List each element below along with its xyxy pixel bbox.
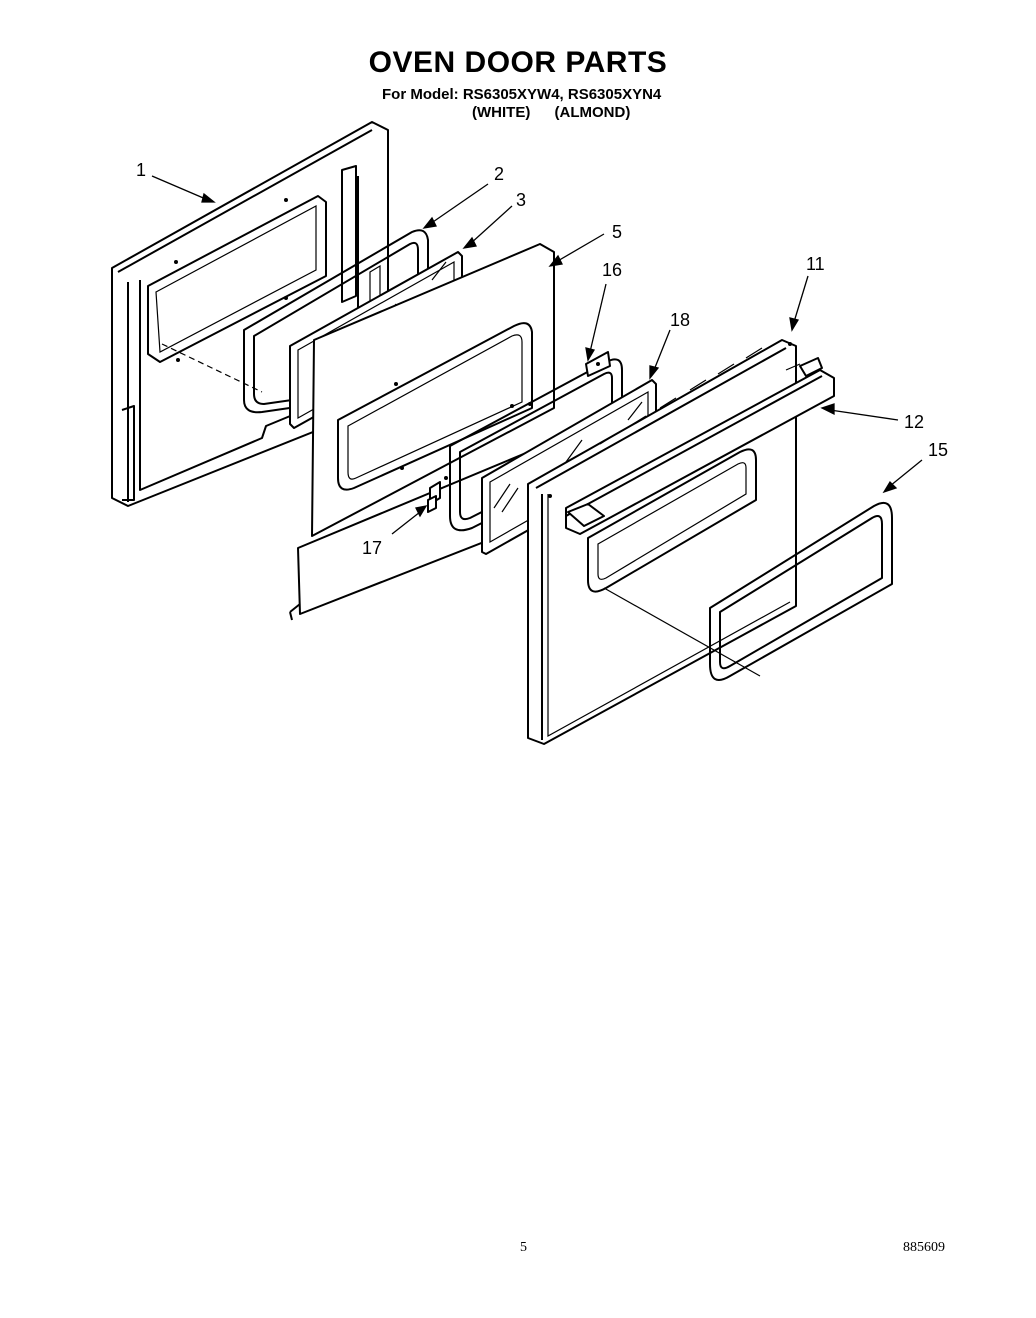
callout-1: 1 — [136, 160, 146, 180]
callout-2: 2 — [494, 164, 504, 184]
callout-11: 11 — [806, 254, 825, 274]
document-code: 885609 — [903, 1240, 945, 1255]
part-12-door-handle — [565, 357, 835, 535]
page-title: OVEN DOOR PARTS — [368, 46, 668, 79]
callout-15: 15 — [928, 440, 948, 460]
callout-5: 5 — [612, 222, 622, 242]
outer-skin-window — [587, 448, 757, 593]
callout-12: 12 — [904, 412, 924, 432]
color-white-label: (WHITE) — [472, 104, 531, 121]
part-17-clip — [427, 481, 441, 513]
callout-17: 17 — [362, 538, 382, 558]
color-variants: (WHITE) (ALMOND) — [472, 104, 630, 121]
callout-16: 16 — [602, 260, 622, 280]
page-number: 5 — [520, 1240, 527, 1255]
color-almond-label: (ALMOND) — [554, 104, 631, 121]
callout-3: 3 — [516, 190, 526, 210]
leader-lines — [151, 175, 923, 535]
callout-labels: 1 2 3 5 16 18 11 12 15 17 — [136, 160, 948, 558]
part-15-trim-frame — [709, 502, 893, 681]
part-11-outer-door-skin — [527, 339, 797, 745]
assembly-lines — [161, 343, 801, 677]
model-line: For Model: RS6305XYW4, RS6305XYN4 — [382, 86, 662, 103]
callout-18: 18 — [670, 310, 690, 330]
